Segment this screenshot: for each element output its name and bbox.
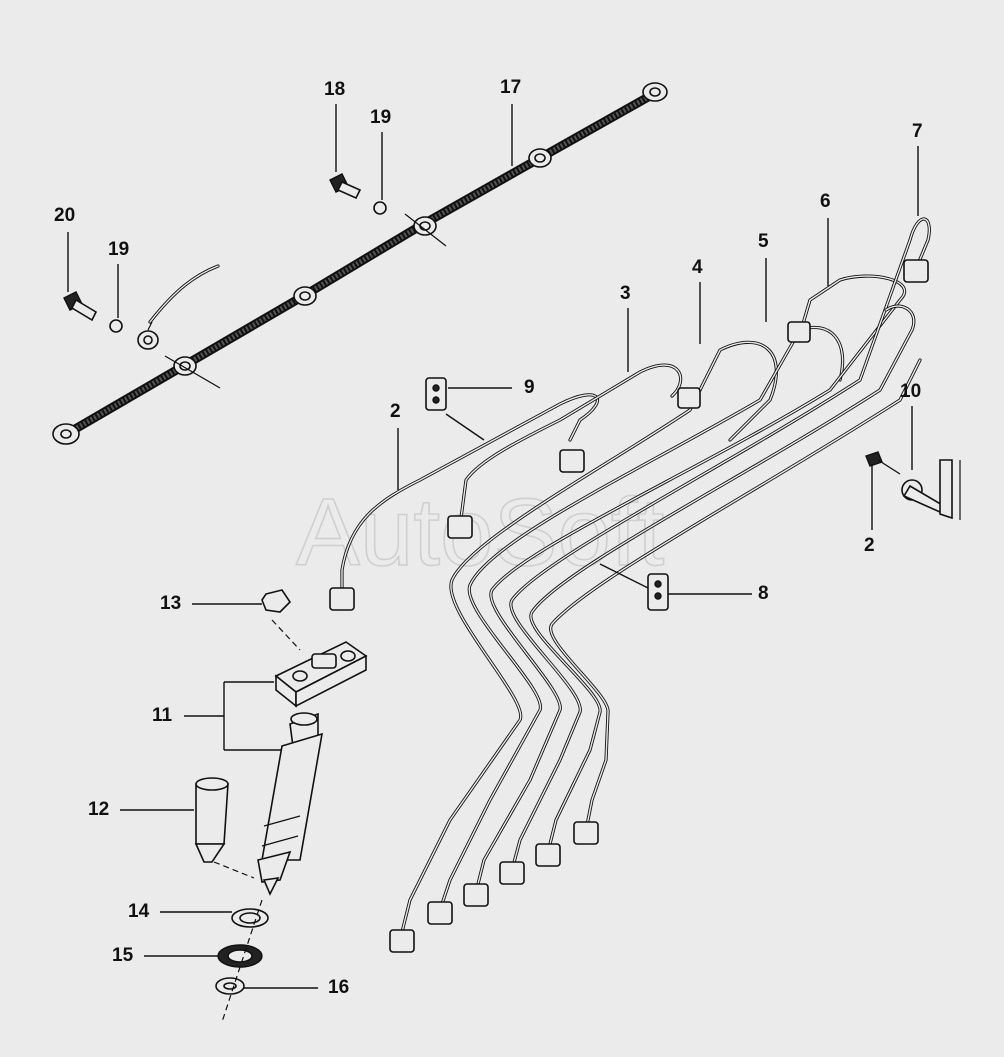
nut-13-axis (271, 619, 301, 651)
callout-7: 7 (912, 121, 923, 142)
seal-15 (217, 944, 263, 968)
callout-6: 6 (820, 191, 831, 212)
seal-ring-14 (231, 908, 269, 928)
callout-14: 14 (128, 901, 150, 922)
injection-pipe-2 (340, 393, 599, 598)
return-line-stub (137, 264, 220, 350)
callout-16: 16 (328, 977, 349, 998)
washer-16 (215, 977, 245, 995)
callout-11: 11 (152, 705, 173, 726)
hollow-bolt-20 (63, 291, 98, 322)
callout-8: 8 (758, 583, 769, 604)
injection-pipe-5 (438, 325, 845, 912)
leak-off-hose-17 (52, 82, 668, 445)
callout-5: 5 (758, 231, 769, 252)
nozzle-axis (213, 861, 255, 879)
callout-2-pipe: 2 (390, 401, 401, 422)
callout-12: 12 (88, 799, 109, 820)
injector-nozzle-12 (194, 777, 229, 863)
washer-19-lower (109, 319, 123, 333)
clamp-plate-11 (274, 641, 368, 708)
callout-9: 9 (524, 377, 535, 398)
hollow-bolt-18 (329, 173, 362, 200)
callout-19-upper: 19 (370, 107, 391, 128)
callouts: 18 19 17 20 19 7 6 5 4 3 9 2 10 2 8 13 1… (54, 77, 923, 998)
injection-pipe-extra (529, 304, 922, 854)
injection-pipe-3 (458, 363, 683, 528)
nut-13 (261, 589, 292, 613)
clamp-bracket-10 (865, 451, 961, 520)
callout-20: 20 (54, 205, 75, 226)
injection-pipe-4 (398, 340, 778, 942)
washer-19-upper (373, 201, 387, 215)
pipe-end-nuts (329, 259, 929, 953)
leader-lines (67, 104, 919, 989)
callout-2-bolt: 2 (864, 535, 875, 556)
callout-19-lower: 19 (108, 239, 129, 260)
callout-15: 15 (112, 945, 134, 966)
callout-10: 10 (900, 381, 921, 402)
callout-13: 13 (160, 593, 181, 614)
callout-18: 18 (324, 79, 345, 100)
pipe-clamp-8 (647, 573, 669, 611)
injector-holder (257, 712, 324, 896)
callout-4: 4 (692, 257, 703, 278)
callout-3: 3 (620, 283, 631, 304)
callout-17: 17 (500, 77, 521, 98)
injector-axis (221, 899, 263, 1023)
injection-pipe-7 (509, 217, 931, 872)
pipe-clamp-9 (425, 377, 447, 411)
